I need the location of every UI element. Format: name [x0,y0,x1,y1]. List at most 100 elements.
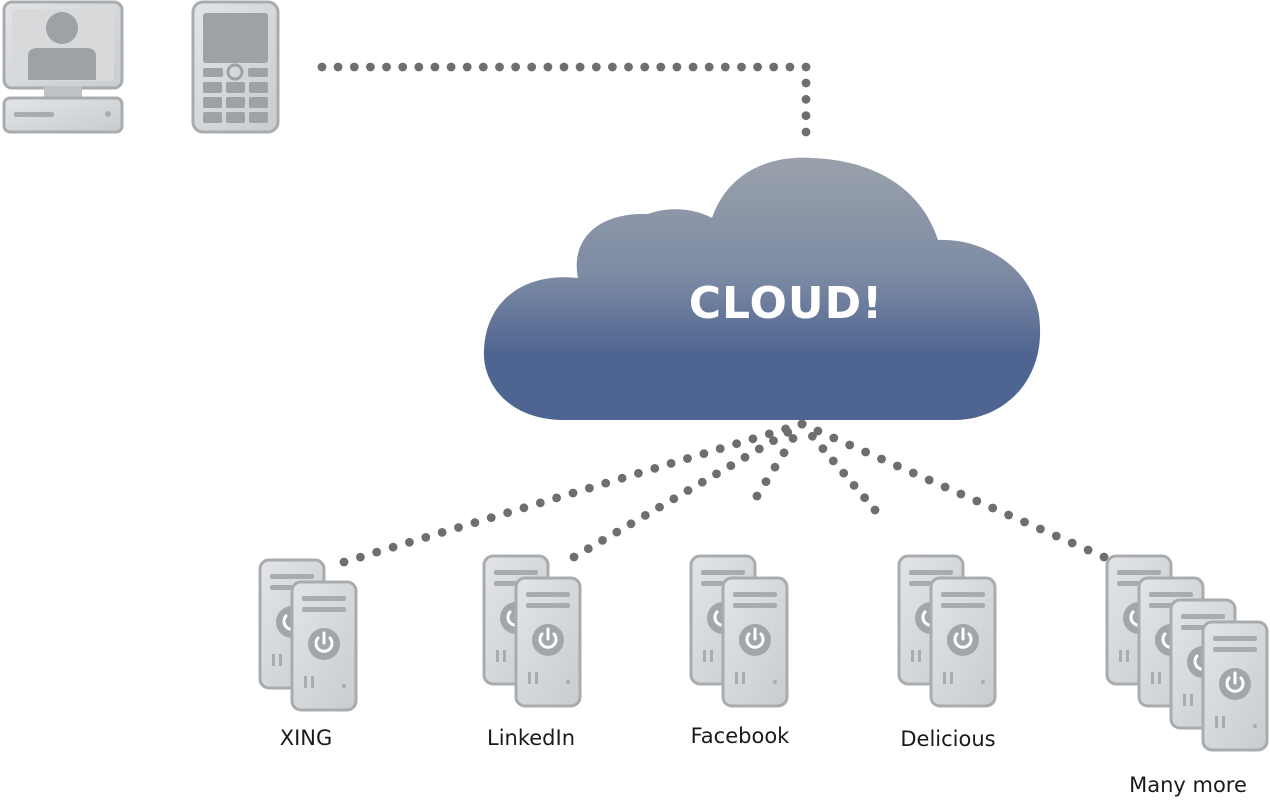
service-link-dot [683,486,693,495]
service-link-dot [634,468,643,478]
service-link-dot [1083,545,1093,555]
service-link-dot [626,519,636,529]
desktop-computer-icon [2,0,124,134]
client-link-dot [527,62,537,72]
service-link-dot [829,433,839,443]
service-link-dot [617,473,627,483]
service-link-dot [877,454,886,464]
service-link-dot [761,477,771,486]
client-link-dot [478,62,488,72]
client-link-dot [688,62,698,72]
service-link-dot [372,547,382,557]
client-link-dot [720,62,730,72]
service-link-dot [583,544,593,554]
service-link-dot [339,557,349,567]
service-label-xing: XING [279,726,333,750]
service-link-dot [503,508,512,518]
service-label-facebook: Facebook [690,724,790,748]
client-link-dot [462,62,472,72]
service-link-dot [828,456,838,466]
service-link-dot [470,518,480,527]
service-link-dot [655,502,664,512]
client-link-dot [333,62,343,72]
client-link-dot [446,62,456,72]
service-link-dot [845,440,855,450]
service-link-dot [924,475,934,485]
server-tower-icon [514,576,582,708]
service-link-dot [870,505,880,515]
client-link-dot [543,62,553,72]
client-link-dot [366,62,375,72]
service-link-dot [740,452,750,462]
service-label-linkedin: LinkedIn [486,726,576,750]
service-link-dot [726,461,736,470]
client-link-dot [414,62,424,72]
cloud-label: CLOUD! [688,278,884,329]
service-link-dot [650,464,660,473]
service-link-dot [715,444,725,453]
service-link-dot [956,489,966,499]
client-link-dot [753,62,762,72]
client-link-dot [608,62,617,72]
service-link-dot [940,482,950,492]
service-link-dot [405,537,414,547]
client-link-dot [430,62,440,72]
service-link-dot [732,439,741,449]
service-link-dot [797,419,807,429]
server-tower-icon [929,576,997,708]
service-link-dot [421,533,431,542]
client-link-dot [785,62,795,72]
client-link-dot [672,62,682,72]
service-link-dot [666,459,676,468]
client-link-dot [317,62,327,72]
server-tower-icon [1201,620,1269,752]
service-link-dot [748,434,758,444]
server-groups [258,554,1269,752]
client-link-dot [511,62,520,72]
client-link-dot [591,62,601,72]
service-link-dot [752,491,762,501]
service-link-dot [788,434,798,443]
server-tower-icon [721,576,789,708]
client-link-dot [801,78,811,88]
service-link-dot [861,447,870,457]
client-link-dot [624,62,633,72]
service-link-dot [769,436,778,445]
service-link-dot [1067,538,1077,548]
service-link-dot [669,494,679,504]
service-link-dot [849,481,859,490]
service-link-dot [598,536,607,545]
service-link-dot [1099,552,1109,562]
service-label-many-more: Many more [1129,773,1247,797]
service-link-dot [612,527,622,537]
service-link-dot [640,511,650,520]
client-link-dot [349,62,359,72]
cloud-shape [483,157,1041,420]
service-link-dot [699,449,709,458]
client-link-dot [575,62,585,72]
service-link-dot [697,477,707,487]
service-link-dot [519,503,529,513]
service-link-dot [839,468,849,478]
service-link-dot [568,488,578,498]
service-link-dot [1004,510,1013,520]
service-link-dot [437,528,447,537]
server-tower-icon [290,580,358,712]
service-link-dot [1051,531,1061,541]
service-link-dot [683,454,692,463]
client-link-dot [495,62,504,72]
service-link-dot [972,496,982,506]
client-link-dot [559,62,569,72]
service-link-dot [764,429,774,439]
client-link-dot [704,62,714,72]
client-link-dot [640,62,650,72]
client-link-dot [769,62,779,72]
service-link-dot [818,444,828,453]
client-link-dot [801,111,811,121]
service-link-dot [779,448,789,458]
service-link-dot [388,542,398,552]
service-link-dot [1036,524,1045,534]
service-link-dot [893,461,902,471]
